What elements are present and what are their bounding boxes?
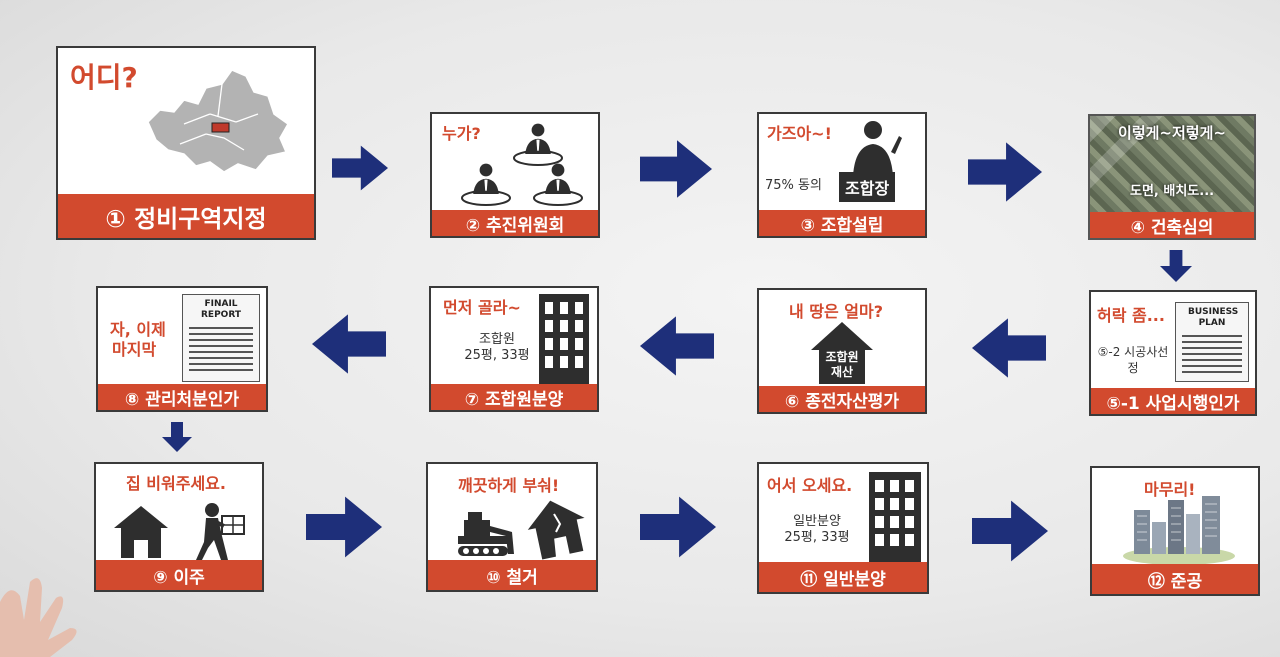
- step-4-card: 이렇게~저렇게~ 도면, 배치도... ④ 건축심의: [1088, 114, 1256, 240]
- step-7-card: 먼저 골라~ 조합원 25평, 33평 ⑦ 조합원분양: [429, 286, 599, 412]
- step-2-caption: ② 추진위원회: [432, 210, 598, 236]
- three-people-icon: [461, 123, 583, 206]
- step-11-sub-2: 25평, 33평: [784, 530, 850, 545]
- person-carrying-box-icon: [196, 503, 245, 560]
- step-2-headline: 누가?: [442, 124, 481, 143]
- arrow-right-4: [306, 496, 382, 558]
- house-icon: [811, 322, 873, 384]
- step-12-card: 마무리! ⑫ 준공: [1090, 466, 1260, 596]
- step-5-card: 허락 좀... BUSINESS PLAN ⑤-2 시공사선정 ⑤-1 사업시행…: [1089, 290, 1257, 416]
- step-10-caption: ⑩ 철거: [428, 560, 596, 590]
- step-7-caption: ⑦ 조합원분양: [431, 384, 597, 410]
- bulldozer-icon: [458, 512, 514, 556]
- step-12-caption: ⑫ 준공: [1092, 564, 1258, 594]
- person-podium-icon: [853, 121, 902, 176]
- step-10-card: 깨끗하게 부숴! ⑩ 철거: [426, 462, 598, 592]
- arrow-down-1: [1160, 248, 1192, 284]
- building-icon: [539, 294, 589, 384]
- step-5-doc-title: BUSINESS PLAN: [1188, 307, 1239, 328]
- step-6-caption: ⑥ 종전자산평가: [759, 386, 925, 412]
- step-1-headline: 어디?: [70, 61, 138, 94]
- step-8-doc-title: FINAIL REPORT: [201, 299, 241, 320]
- step-7-sub-2: 25평, 33평: [464, 348, 530, 363]
- arrow-right-2: [640, 140, 712, 198]
- step-11-card: 어서 오세요. 일반분양 25평, 33평 ⑪ 일반분양: [757, 462, 929, 594]
- arrow-right-3: [968, 142, 1042, 202]
- step-7-sub-1: 조합원: [479, 332, 515, 347]
- step-8-headline-2: 마지막: [112, 340, 157, 359]
- step-8-card: 자, 이제 마지막 FINAIL REPORT ⑧ 관리처분인가: [96, 286, 268, 412]
- arrow-down-2: [162, 420, 192, 454]
- step-10-headline: 깨끗하게 부숴!: [458, 476, 560, 495]
- step-1-caption: ① 정비구역지정: [58, 194, 314, 238]
- step-3-sub: 75% 동의: [765, 178, 822, 193]
- step-3-badge: 조합장: [839, 172, 896, 202]
- step-4-headline: 이렇게~저렇게~: [1118, 124, 1226, 142]
- document-icon: BUSINESS PLAN: [1175, 302, 1249, 382]
- arrow-left-2: [640, 316, 714, 376]
- step-4-caption: ④ 건축심의: [1090, 212, 1254, 238]
- step-3-headline: 가즈아~!: [767, 124, 832, 143]
- arrow-right-1: [332, 140, 388, 196]
- city-buildings-icon: [1123, 496, 1235, 565]
- step-11-headline: 어서 오세요.: [767, 476, 853, 495]
- arrow-right-6: [972, 500, 1048, 562]
- step-9-card: 집 비워주세요. ⑨ 이주: [94, 462, 264, 592]
- step-5-caption: ⑤-1 사업시행인가: [1091, 388, 1255, 414]
- step-11-sub-1: 일반분양: [793, 514, 841, 529]
- step-8-caption: ⑧ 관리처분인가: [98, 384, 266, 410]
- highlight-district: [211, 122, 230, 133]
- seoul-map-icon: [147, 69, 289, 173]
- step-6-headline: 내 땅은 얼마?: [789, 302, 884, 321]
- step-5-sub: ⑤-2 시공사선정: [1097, 345, 1169, 375]
- step-11-caption: ⑪ 일반분양: [759, 562, 927, 592]
- arrow-left-1: [972, 318, 1046, 378]
- step-12-headline: 마무리!: [1144, 480, 1196, 499]
- step-3-caption: ③ 조합설립: [759, 210, 925, 236]
- step-1-card: 어디? ① 정비구역지정: [56, 46, 316, 240]
- arrow-right-5: [640, 496, 716, 558]
- step-3-card: 가즈아~! 75% 동의 조합장 ③ 조합설립: [757, 112, 927, 238]
- step-5-headline: 허락 좀...: [1097, 306, 1165, 325]
- building-icon: [869, 472, 921, 564]
- house-icon: [114, 506, 168, 558]
- broken-house-icon: [527, 500, 585, 560]
- step-2-card: 누가? ② 추진위원회: [430, 112, 600, 238]
- step-4-sub: 도면, 배치도...: [1130, 184, 1215, 199]
- aerial-photo: [1090, 116, 1254, 212]
- step-8-headline-1: 자, 이제: [110, 320, 166, 339]
- step-9-caption: ⑨ 이주: [96, 560, 262, 590]
- step-7-headline: 먼저 골라~: [443, 298, 521, 317]
- step-6-house-label: 조합원 재산: [825, 350, 859, 379]
- document-icon: FINAIL REPORT: [182, 294, 260, 382]
- hand-photo: [0, 578, 77, 657]
- step-6-card: 내 땅은 얼마? 조합원 재산 ⑥ 종전자산평가: [757, 288, 927, 414]
- arrow-left-3: [312, 314, 386, 374]
- step-9-headline: 집 비워주세요.: [126, 474, 226, 493]
